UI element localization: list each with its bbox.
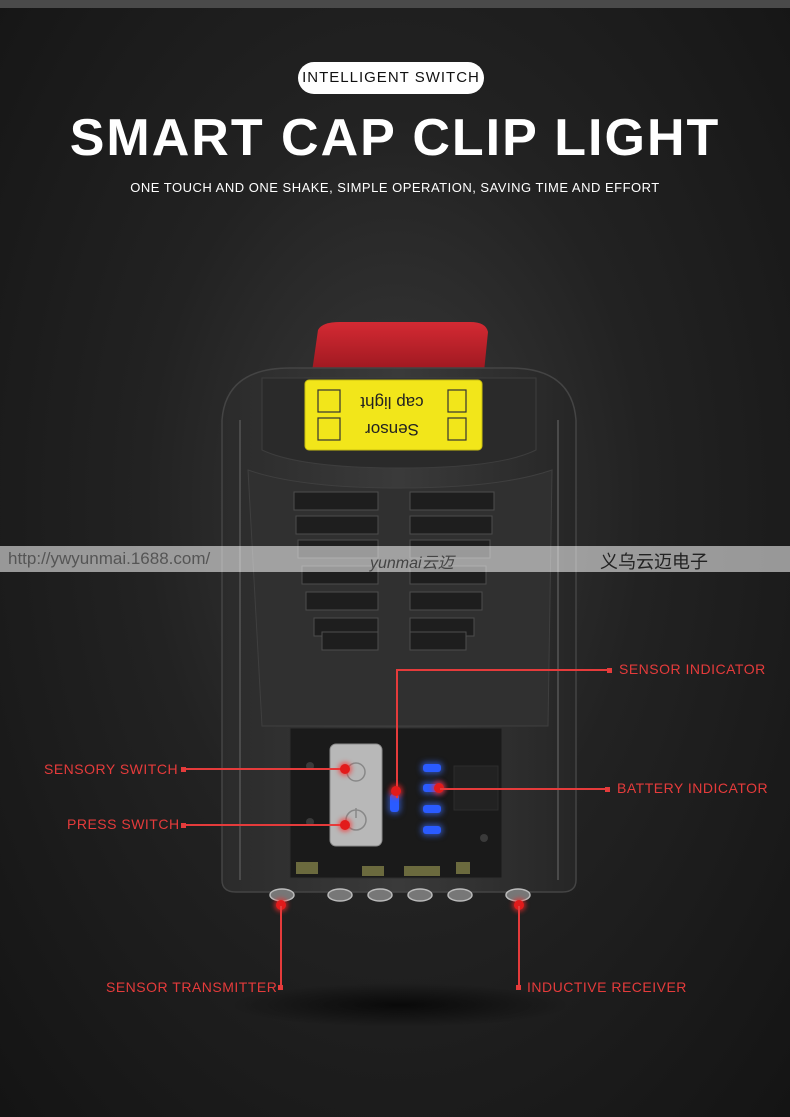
watermark-bar: http://ywyunmai.1688.com/ yunmai云迈 义乌云迈电… bbox=[0, 546, 790, 572]
battery-led-1 bbox=[423, 764, 441, 772]
callout-dot-sensor-indicator bbox=[607, 668, 612, 673]
callout-line-press-switch bbox=[184, 824, 344, 826]
sticker-icon-box-4 bbox=[447, 417, 467, 441]
callout-dot-sensory-switch bbox=[181, 767, 186, 772]
callout-line-sensor-indicator-h bbox=[396, 669, 608, 671]
device-shadow bbox=[230, 983, 570, 1027]
top-bar bbox=[0, 0, 790, 8]
sticker-icon-box-2 bbox=[317, 417, 341, 441]
sticker-icon-box-1 bbox=[317, 389, 341, 413]
sensor-indicator-marker bbox=[391, 786, 401, 796]
callout-line-battery-indicator bbox=[440, 788, 606, 790]
battery-led-2 bbox=[423, 784, 441, 792]
sticker-icon-box-3 bbox=[447, 389, 467, 413]
watermark-url: http://ywyunmai.1688.com/ bbox=[8, 549, 211, 568]
battery-led-4 bbox=[423, 826, 441, 834]
battery-led-3 bbox=[423, 805, 441, 813]
red-clip bbox=[312, 322, 488, 372]
label-sensor-transmitter: SENSOR TRANSMITTER bbox=[106, 979, 278, 995]
page-title: SMART CAP CLIP LIGHT bbox=[69, 109, 721, 167]
label-sensor-indicator: SENSOR INDICATOR bbox=[619, 661, 766, 677]
watermark-brand: yunmai云迈 bbox=[370, 555, 454, 572]
callout-line-sensory-switch bbox=[184, 768, 344, 770]
sticker-line2: Sensor bbox=[365, 420, 419, 439]
callout-dot-sensor-transmitter bbox=[278, 985, 283, 990]
feature-badge: INTELLIGENT SWITCH bbox=[298, 62, 484, 94]
sticker-line1: cap light bbox=[360, 393, 424, 412]
bottom-leds bbox=[269, 888, 531, 902]
callout-dot-press-switch bbox=[181, 823, 186, 828]
callout-line-sensor-indicator-v bbox=[396, 670, 398, 798]
sensor-transmitter-marker bbox=[276, 900, 286, 910]
label-inductive-receiver: INDUCTIVE RECEIVER bbox=[527, 979, 687, 995]
callout-line-inductive-receiver bbox=[518, 906, 520, 986]
callout-dot-inductive-receiver bbox=[516, 985, 521, 990]
battery-indicator-marker bbox=[434, 783, 444, 793]
callout-dot-battery-indicator bbox=[605, 787, 610, 792]
label-sensory-switch: SENSORY SWITCH bbox=[44, 761, 179, 777]
sensory-switch-marker bbox=[340, 764, 350, 774]
sticker bbox=[304, 379, 483, 451]
label-press-switch: PRESS SWITCH bbox=[67, 816, 180, 832]
callout-line-sensor-transmitter bbox=[280, 906, 282, 986]
press-switch-marker bbox=[340, 820, 350, 830]
label-battery-indicator: BATTERY INDICATOR bbox=[617, 780, 769, 796]
page-subtitle: ONE TOUCH AND ONE SHAKE, SIMPLE OPERATIO… bbox=[130, 180, 660, 195]
sensor-indicator-led bbox=[390, 794, 399, 812]
inductive-receiver-marker bbox=[514, 900, 524, 910]
watermark-company: 义乌云迈电子 bbox=[600, 552, 708, 572]
